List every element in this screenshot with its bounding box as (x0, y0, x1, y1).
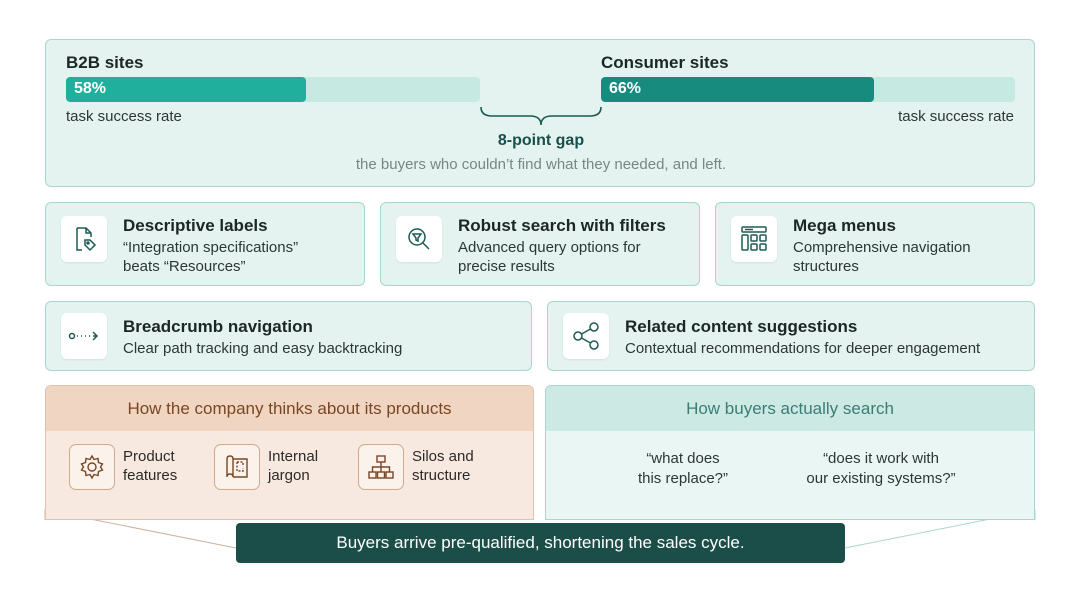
b2b-percent: 58% (74, 80, 107, 97)
feature-title: Breadcrumb navigation (123, 317, 313, 336)
result-banner: Buyers arrive pre-qualified, shortening … (236, 523, 845, 563)
gap-title: 8-point gap (497, 132, 585, 149)
company-heading: How the company thinks about its product… (46, 386, 533, 431)
gear-icon (69, 444, 115, 490)
feature-desc-line: Contextual recommendations for deeper en… (625, 340, 981, 357)
label-line: Internal (268, 448, 319, 465)
quote-line: “what does (646, 450, 720, 467)
feature-card-search-filters: Robust search with filters Advanced quer… (380, 202, 700, 286)
mega-menu-icon (731, 216, 777, 262)
consumer-bar-track: 66% (601, 77, 1015, 102)
quote-line: “does it work with (823, 450, 939, 467)
feature-title: Related content suggestions (625, 317, 858, 336)
quote-line: our existing systems?” (806, 470, 956, 487)
company-item-label: Internal jargon (268, 447, 318, 485)
company-item-label: Silos and structure (412, 447, 474, 485)
b2b-bar-track: 58% (66, 77, 480, 102)
tagged-document-icon (61, 216, 107, 262)
success-rate-panel: B2B sites 58% task success rate Consumer… (45, 39, 1035, 187)
label-line: features (123, 467, 178, 484)
breadcrumb-path-icon (61, 313, 107, 359)
label-line: structure (412, 467, 471, 484)
share-nodes-icon (563, 313, 609, 359)
b2b-bar-fill (66, 77, 307, 102)
feature-title: Mega menus (793, 216, 896, 235)
feature-desc-line: Clear path tracking and easy backtrackin… (123, 340, 403, 357)
feature-desc-line: Advanced query options for (458, 239, 641, 256)
feature-card-descriptive-labels: Descriptive labels “Integration specific… (45, 202, 365, 286)
feature-desc-line: structures (793, 258, 859, 275)
hierarchy-icon (358, 444, 404, 490)
feature-card-breadcrumb: Breadcrumb navigation Clear path trackin… (45, 301, 532, 371)
feature-desc-line: “Integration specifications” (123, 239, 299, 256)
consumer-title: Consumer sites (601, 53, 729, 72)
search-filter-icon (396, 216, 442, 262)
feature-card-related-content: Related content suggestions Contextual r… (547, 301, 1035, 371)
buyer-quote: “what does this replace?” (608, 449, 758, 489)
label-line: Product (123, 448, 175, 465)
buyers-heading: How buyers actually search (546, 386, 1034, 431)
blueprint-icon (214, 444, 260, 490)
buyers-view-panel: How buyers actually search “what does th… (545, 385, 1035, 520)
feature-card-mega-menus: Mega menus Comprehensive navigation stru… (715, 202, 1035, 286)
feature-title: Robust search with filters (458, 216, 666, 235)
b2b-title: B2B sites (66, 53, 144, 72)
gap-brace-icon (480, 106, 602, 126)
feature-desc-line: beats “Resources” (123, 258, 246, 275)
feature-title: Descriptive labels (123, 216, 268, 235)
label-line: Silos and (412, 448, 474, 465)
gap-description: the buyers who couldn’t find what they n… (355, 156, 727, 173)
b2b-subtitle: task success rate (66, 108, 182, 125)
label-line: jargon (268, 467, 310, 484)
feature-desc-line: Comprehensive navigation (793, 239, 971, 256)
consumer-percent: 66% (609, 80, 642, 97)
consumer-subtitle: task success rate (898, 108, 1014, 125)
company-view-panel: How the company thinks about its product… (45, 385, 534, 520)
consumer-bar-fill (601, 77, 875, 102)
feature-desc-line: precise results (458, 258, 555, 275)
company-item-label: Product features (123, 447, 177, 485)
buyer-quote: “does it work with our existing systems?… (786, 449, 976, 489)
quote-line: this replace?” (637, 470, 729, 487)
